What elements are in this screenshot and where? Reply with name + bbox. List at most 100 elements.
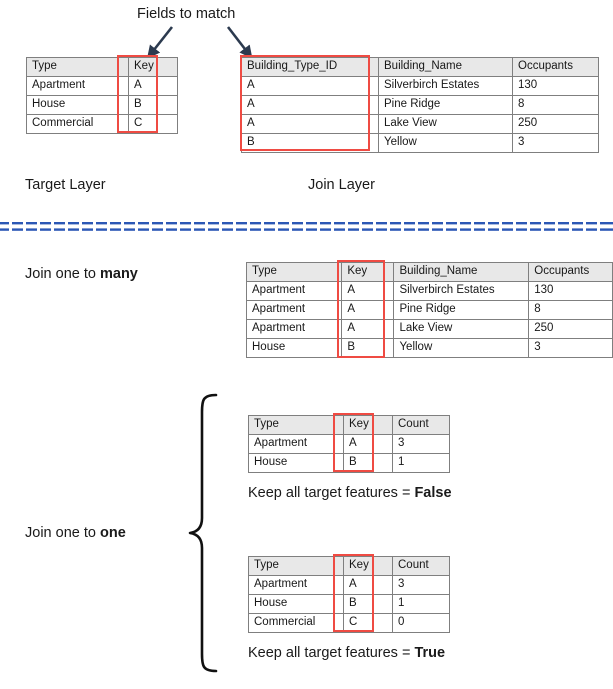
keep-all-true-label: Keep all target features = True (248, 646, 445, 661)
cell-key: A (341, 281, 395, 301)
column-header-count: Count (392, 556, 450, 576)
arrow-down-right-icon (226, 26, 253, 59)
table-row: House B Yellow 3 (245, 338, 613, 358)
column-header-key: Key (343, 556, 393, 576)
join-one-to-one-strong: one (99, 525, 126, 541)
one-to-many-table: Type Key Building_Name Occupants Apartme… (245, 262, 613, 358)
column-header-key: Key (341, 262, 395, 282)
table-row: House B 1 (248, 453, 450, 473)
column-header-key: Key (128, 57, 178, 77)
column-header-building-type-id: Building_Type_ID (241, 57, 379, 77)
cell-key: A (341, 300, 395, 320)
cell-type: House (26, 95, 129, 115)
column-header-type: Type (245, 262, 343, 282)
join-layer-table-wrapper: Building_Type_ID Building_Name Occupants… (241, 57, 599, 153)
cell-building-type-id: A (241, 76, 379, 96)
table-row: Apartment A 3 (248, 434, 450, 454)
keep-all-prefix: Keep all target features = (248, 645, 415, 661)
table-row: Apartment A Pine Ridge 8 (245, 300, 613, 320)
cell-type: Apartment (245, 300, 343, 320)
cell-type: Apartment (245, 319, 343, 339)
cell-key: B (343, 453, 393, 473)
table-header-row: Type Key Count (248, 556, 450, 576)
column-header-type: Type (248, 415, 344, 435)
cell-type: Commercial (26, 114, 129, 134)
curly-brace-icon (188, 393, 218, 673)
column-header-type: Type (248, 556, 344, 576)
cell-occupants: 8 (512, 95, 599, 115)
cell-type: Apartment (245, 281, 343, 301)
table-row: A Pine Ridge 8 (241, 95, 599, 115)
cell-occupants: 3 (512, 133, 599, 153)
cell-key: A (343, 575, 393, 595)
keep-all-value: False (414, 485, 452, 501)
column-header-type: Type (26, 57, 129, 77)
cell-occupants: 130 (512, 76, 599, 96)
cell-type: House (248, 594, 344, 614)
table-row: A Silverbirch Estates 130 (241, 76, 599, 96)
cell-key: C (343, 613, 393, 633)
cell-building-type-id: A (241, 114, 379, 134)
table-header-row: Type Key Count (248, 415, 450, 435)
table-row: House B (26, 95, 178, 115)
table-header-row: Building_Type_ID Building_Name Occupants (241, 57, 599, 77)
cell-count: 3 (392, 575, 450, 595)
table-row: Apartment A Lake View 250 (245, 319, 613, 339)
cell-count: 3 (392, 434, 450, 454)
cell-occupants: 250 (512, 114, 599, 134)
table-row: Apartment A Silverbirch Estates 130 (245, 281, 613, 301)
cell-building-name: Yellow (378, 133, 513, 153)
join-layer-table: Building_Type_ID Building_Name Occupants… (241, 57, 599, 153)
cell-building-name: Pine Ridge (378, 95, 513, 115)
table-row: House B 1 (248, 594, 450, 614)
cell-type: Commercial (248, 613, 344, 633)
cell-key: A (341, 319, 395, 339)
column-header-occupants: Occupants (512, 57, 599, 77)
table-row: A Lake View 250 (241, 114, 599, 134)
join-one-to-one-label: Join one to one (25, 526, 126, 541)
keep-all-false-label: Keep all target features = False (248, 486, 452, 501)
join-one-to-many-label: Join one to many (25, 267, 138, 282)
keep-all-prefix: Keep all target features = (248, 485, 415, 501)
cell-building-name: Silverbirch Estates (393, 281, 530, 301)
cell-building-name: Silverbirch Estates (378, 76, 513, 96)
cell-key: A (128, 76, 178, 96)
cell-count: 0 (392, 613, 450, 633)
one-to-one-false-table-wrapper: Type Key Count Apartment A 3 House B 1 (248, 415, 450, 473)
dashed-divider-icon (0, 222, 613, 231)
cell-type: Apartment (248, 575, 344, 595)
one-to-many-table-wrapper: Type Key Building_Name Occupants Apartme… (245, 262, 613, 358)
cell-count: 1 (392, 594, 450, 614)
table-row: Commercial C (26, 114, 178, 134)
table-header-row: Type Key (26, 57, 178, 77)
cell-key: C (128, 114, 178, 134)
join-one-to-many-prefix: Join one to (25, 266, 100, 282)
arrow-down-left-icon (146, 26, 174, 59)
cell-key: B (128, 95, 178, 115)
cell-occupants: 250 (528, 319, 613, 339)
cell-occupants: 130 (528, 281, 613, 301)
cell-key: B (343, 594, 393, 614)
table-header-row: Type Key Building_Name Occupants (245, 262, 613, 282)
cell-building-name: Lake View (378, 114, 513, 134)
join-one-to-one-prefix: Join one to (25, 525, 100, 541)
column-header-key: Key (343, 415, 393, 435)
table-row: Apartment A 3 (248, 575, 450, 595)
join-one-to-many-strong: many (99, 266, 138, 282)
column-header-building-name: Building_Name (378, 57, 513, 77)
cell-building-name: Pine Ridge (393, 300, 530, 320)
cell-building-type-id: A (241, 95, 379, 115)
one-to-one-false-table: Type Key Count Apartment A 3 House B 1 (248, 415, 450, 473)
cell-type: Apartment (26, 76, 129, 96)
column-header-building-name: Building_Name (393, 262, 530, 282)
column-header-count: Count (392, 415, 450, 435)
cell-type: Apartment (248, 434, 344, 454)
target-layer-table: Type Key Apartment A House B Commercial … (26, 57, 178, 134)
cell-type: House (245, 338, 343, 358)
join-layer-label: Join Layer (308, 177, 375, 193)
cell-count: 1 (392, 453, 450, 473)
cell-occupants: 8 (528, 300, 613, 320)
target-layer-label: Target Layer (25, 177, 106, 193)
cell-key: B (341, 338, 395, 358)
cell-key: A (343, 434, 393, 454)
